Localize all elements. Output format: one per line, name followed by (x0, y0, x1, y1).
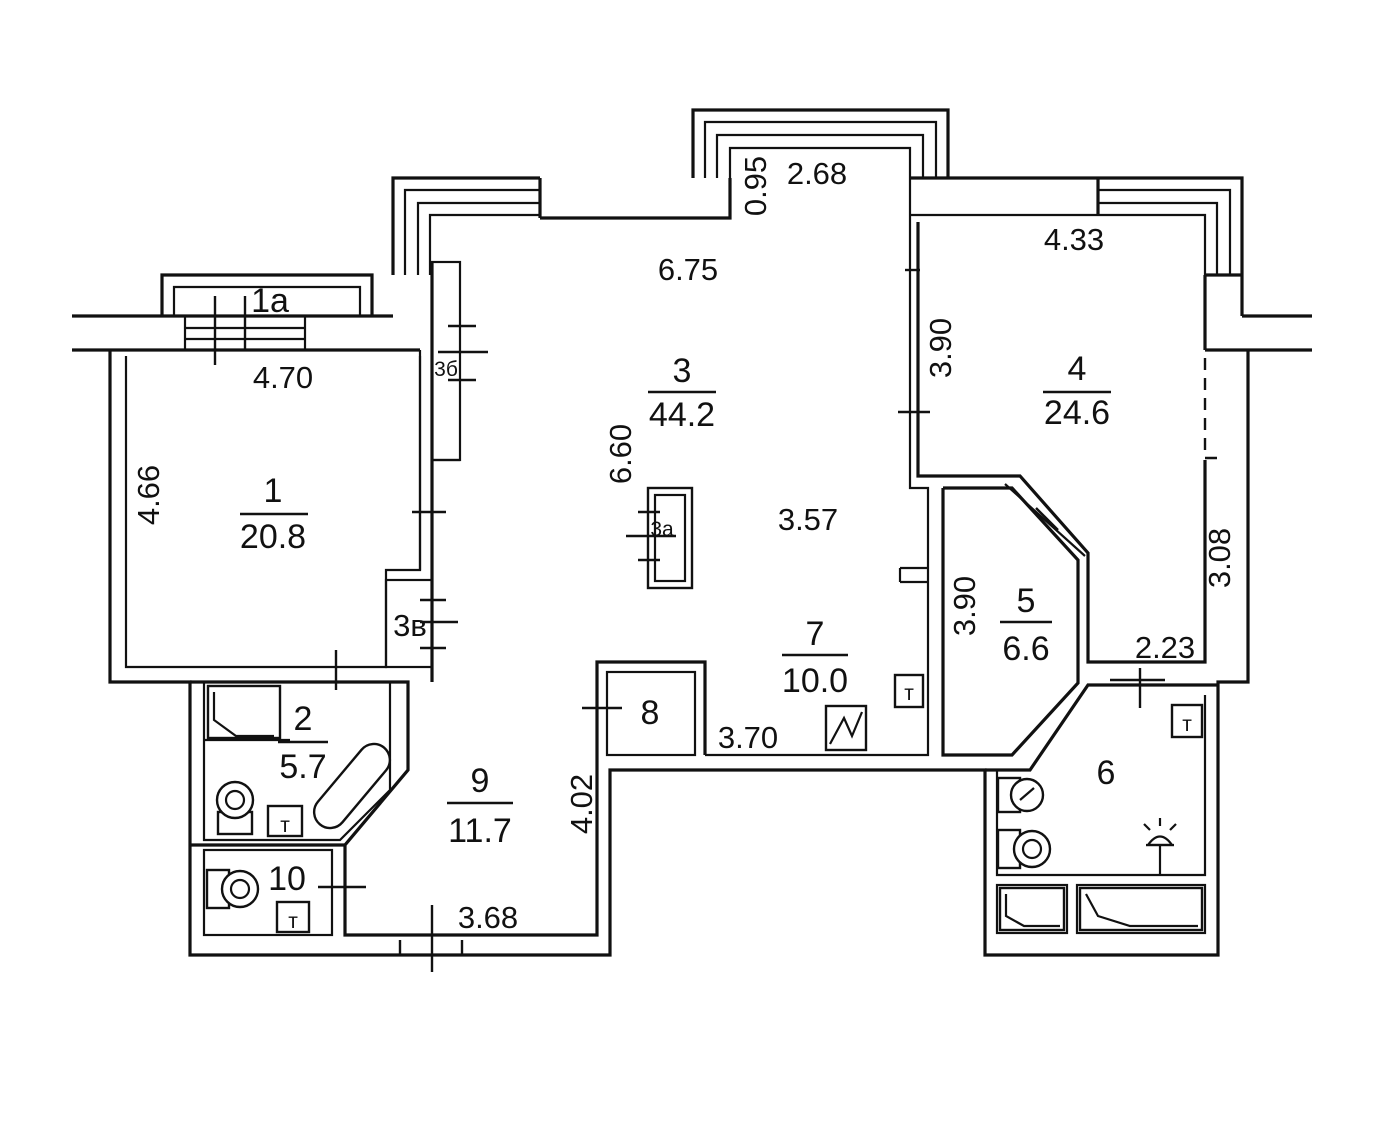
washing-machine-icon (996, 776, 1045, 814)
dim-466: 4.66 (131, 465, 166, 525)
sink-icon: т (275, 900, 311, 934)
room-2-number: 2 (294, 700, 313, 738)
dim-675: 6.75 (658, 252, 718, 287)
room-1-area: 20.8 (240, 518, 306, 556)
dryer-icon (1078, 886, 1204, 932)
room-8-number: 8 (641, 694, 660, 732)
room-4-area: 24.6 (1044, 394, 1110, 432)
room-1-number: 1 (264, 472, 283, 510)
wc-10-walls (190, 843, 345, 937)
column-3a (646, 486, 694, 590)
room-4-number: 4 (1068, 350, 1087, 388)
pantry-8 (595, 660, 707, 770)
dim-390-room4: 3.90 (923, 318, 958, 378)
toilet-icon (205, 868, 260, 910)
stove-icon (824, 704, 868, 752)
toilet-icon (215, 780, 255, 836)
dim-370: 3.70 (718, 720, 778, 755)
svg-text:т: т (904, 682, 914, 705)
room-6-number: 6 (1097, 754, 1116, 792)
room-10-number: 10 (268, 860, 306, 898)
svg-text:т: т (288, 910, 298, 933)
dim-268: 2.68 (787, 156, 847, 191)
dim-357: 3.57 (778, 502, 838, 537)
shower-tray-icon (206, 684, 282, 740)
counter-icon (998, 886, 1066, 932)
room-3-number: 3 (673, 352, 692, 390)
room-3b-number: 3б (434, 358, 458, 381)
door-ticks (318, 268, 1165, 972)
room-4-dash (1203, 358, 1225, 460)
bathtub-icon (312, 742, 392, 830)
heater-icon: т (1170, 703, 1204, 739)
room-1a-number: 1a (251, 282, 289, 320)
sink-icon: т (266, 804, 304, 838)
room-2-area: 5.7 (279, 748, 326, 786)
balcony-1a (160, 273, 374, 365)
room-3-area: 44.2 (649, 396, 715, 434)
room-7-number: 7 (806, 615, 825, 653)
closet-3v (384, 578, 434, 669)
room-3v-number: 3в (393, 608, 427, 643)
bathroom-6-walls (985, 683, 1218, 935)
room-7-area: 10.0 (782, 662, 848, 700)
dim-433: 4.33 (1044, 222, 1104, 257)
svg-text:т: т (1182, 713, 1192, 736)
dim-095: 0.95 (738, 156, 773, 216)
room-9-area: 11.7 (448, 812, 512, 850)
room-5-area: 6.6 (1002, 630, 1049, 668)
room-3-walls (705, 215, 1207, 757)
sink-symbol: т (280, 814, 290, 837)
dim-390-room5: 3.90 (947, 576, 982, 636)
room-3a-number: 3a (650, 518, 674, 541)
dim-660: 6.60 (603, 424, 638, 484)
room-9-number: 9 (471, 762, 490, 800)
ceiling-lamp-icon (1143, 818, 1177, 875)
dim-470: 4.70 (253, 360, 313, 395)
toilet-icon (996, 828, 1052, 870)
exterior-bay-walls (391, 108, 1244, 277)
closet-3b (430, 260, 462, 462)
dim-402: 4.02 (564, 774, 599, 834)
room-labels: 1a 1 20.8 2 5.7 3 44.2 3a 3б 3в 4 24.6 5… (240, 282, 1116, 898)
dimension-labels: 0.95 2.68 4.33 6.75 4.70 3.90 4.66 6.60 … (131, 156, 1237, 935)
dim-223: 2.23 (1135, 630, 1195, 665)
dim-368: 3.68 (458, 900, 518, 935)
dim-308: 3.08 (1202, 528, 1237, 588)
room-5-walls (941, 483, 1086, 757)
room-5-number: 5 (1017, 582, 1036, 620)
heater-icon: т (893, 673, 925, 709)
